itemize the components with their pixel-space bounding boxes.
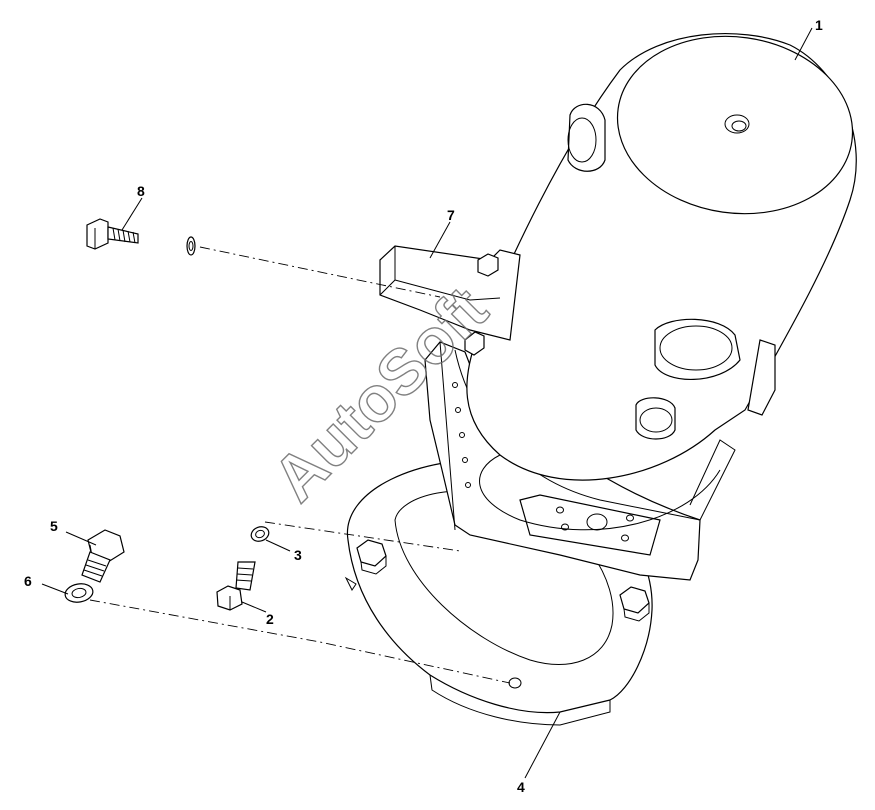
callout-labels: 1 2 3 4 5 6 7 8 — [24, 17, 823, 795]
explode-lines — [89, 246, 511, 684]
callout-1: 1 — [815, 17, 823, 33]
callout-4: 4 — [517, 779, 525, 795]
flange-bolt-left — [356, 539, 387, 575]
part-1-cylinder — [466, 32, 857, 531]
leader-lines — [41, 27, 813, 779]
callout-7: 7 — [447, 207, 455, 223]
callout-6: 6 — [24, 573, 32, 589]
cylinder-port-top — [567, 103, 606, 172]
part-3-washer — [250, 526, 270, 542]
callout-8: 8 — [137, 183, 145, 199]
callout-3: 3 — [294, 547, 302, 563]
callout-5: 5 — [50, 518, 58, 534]
part-2-bolt — [216, 561, 256, 611]
part-7-clamp-plate — [379, 245, 521, 356]
flange-bolt-right — [619, 586, 650, 622]
part-5-bolt — [81, 529, 125, 583]
callout-2: 2 — [266, 611, 274, 627]
part-6-washer — [64, 583, 94, 603]
part-8-bolt — [86, 218, 196, 256]
cylinder-port-middle — [654, 318, 741, 381]
cylinder-port-lower — [635, 397, 676, 440]
